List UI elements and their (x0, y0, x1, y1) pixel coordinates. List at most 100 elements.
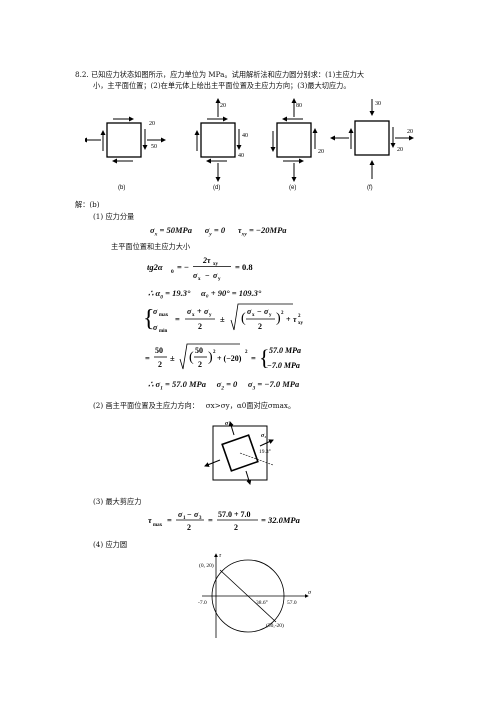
svg-text:x: x (192, 313, 195, 318)
right-label: 57.0 (287, 600, 297, 606)
tau-max-formula: τ max = σ 1 − σ 3 2 = 57.0 + 7.0 2 = 32.… (148, 510, 301, 532)
svg-text:y: y (218, 277, 221, 282)
svg-text:+: + (197, 307, 202, 316)
fig-d-label-40b: 40 (238, 153, 244, 159)
problem-statement-line1: 8.2. 已知应力状态如图所示，应力单位为 MPa。试用解析法和应力圆分别求：(… (75, 70, 365, 79)
svg-text:{: { (259, 345, 270, 370)
fig-b-label-50: 50 (151, 144, 157, 150)
svg-text:1: 1 (183, 516, 186, 521)
fig-b-caption: (b) (118, 185, 125, 191)
fig-f-label-30: 30 (375, 101, 381, 107)
principal-stresses: ∴ σ1 = 57.0 MPa σ2 = 0 σ3 = −7.0 MPa (148, 379, 300, 392)
svg-text:57.0 + 7.0: 57.0 + 7.0 (218, 510, 251, 519)
tg-formula: tg2α 0 = − 2τ xy σ x − σ y = 0.8 (147, 256, 253, 282)
svg-text:−: − (257, 307, 262, 316)
svg-text:xy: xy (213, 262, 219, 267)
svg-text:=: = (175, 314, 180, 324)
tau-axis-label: τ (219, 553, 222, 559)
svg-text:±: ± (170, 353, 175, 363)
svg-text:2: 2 (198, 322, 202, 331)
result-max: 57.0 MPa (269, 346, 301, 355)
step2-title: (2) 画主平面位置及主应力方向： σx>σy，α0面对应σmax。 (93, 401, 295, 411)
fig-e-caption: (e) (289, 185, 296, 191)
stress-figures: 20 50 (b) 20 40 40 (d) 80 20 (e) (85, 98, 414, 191)
figure-b: 20 50 (b) (85, 116, 166, 191)
svg-text:y: y (209, 313, 212, 318)
svg-text:σ₁: σ₁ (261, 433, 266, 439)
step1-title: (1) 应力分量 (93, 212, 135, 221)
svg-text:): ) (208, 350, 213, 365)
svg-text:x: x (198, 277, 201, 282)
svg-text:2: 2 (258, 322, 262, 331)
svg-text:σ: σ (204, 307, 209, 316)
svg-text:τ: τ (148, 515, 152, 525)
svg-text:x: x (252, 313, 255, 318)
s2-value: 0 (233, 379, 238, 389)
figure-f: 30 20 20 (f) (330, 99, 414, 191)
svg-text:=: = (145, 353, 150, 363)
svg-text:σ: σ (193, 271, 198, 280)
solution-header: 解：(b) (75, 200, 100, 209)
svg-text:σ: σ (194, 510, 199, 519)
figure-e: 80 20 (e) (270, 98, 324, 191)
svg-text:2: 2 (158, 360, 162, 369)
svg-text:σ: σ (247, 307, 252, 316)
fig-e-label-80: 80 (296, 103, 302, 109)
svg-text:max: max (159, 313, 169, 318)
svg-text:+ (−20): + (−20) (217, 354, 242, 363)
step4-title: (4) 应力圆 (93, 540, 128, 549)
tau-max-value: = 32.0MPa (261, 515, 301, 525)
svg-text:{: { (143, 306, 155, 332)
point-bottom-label: (50,-20) (266, 622, 284, 629)
svg-text:2: 2 (187, 523, 191, 532)
svg-text:2τ: 2τ (202, 256, 211, 265)
svg-text:2: 2 (234, 523, 238, 532)
svg-text:σ: σ (213, 271, 218, 280)
fig-f-label-20a: 20 (407, 129, 413, 135)
sx-value: 50MPa (166, 225, 192, 235)
svg-text:σ: σ (178, 510, 183, 519)
mohr-circle-diagram: τ σ (0, 20) -7.0 57.0 38.6° (50,-20) (198, 553, 312, 638)
principal-title: 主平面位置和主应力大小 (111, 242, 191, 251)
svg-text:2: 2 (198, 360, 202, 369)
svg-text:σ: σ (264, 307, 269, 316)
svg-text:=: = (251, 353, 256, 363)
svg-text:(: ( (241, 311, 246, 326)
fig-f-label-20b: 20 (397, 147, 403, 153)
step2-note: σx>σy，α0面对应σmax。 (205, 401, 296, 410)
result-min: −7.0 MPa (267, 361, 300, 370)
left-label: -7.0 (198, 600, 207, 606)
svg-text:±: ± (220, 314, 225, 324)
svg-text:σ₃: σ₃ (225, 421, 230, 427)
alpha0-value: 19.3° (172, 288, 191, 298)
alpha-line: ∴ α0 = 19.3° α₀ + 90° = 109.3° (148, 288, 262, 301)
svg-text:+: + (286, 315, 291, 324)
s3-value: −7.0 MPa (264, 379, 300, 389)
svg-text:): ) (276, 311, 281, 326)
svg-text:−: − (205, 271, 210, 280)
svg-text:σ: σ (153, 307, 158, 316)
alpha0b-value: α₀ + 90° = 109.3° (201, 288, 262, 298)
svg-text:tg2α: tg2α (147, 262, 163, 272)
svg-text:0: 0 (171, 269, 174, 275)
svg-text:σ: σ (153, 323, 158, 332)
svg-text:(: ( (189, 350, 194, 365)
svg-text:2: 2 (245, 350, 248, 355)
sy-value: 0 (220, 225, 226, 235)
figure-d: 20 40 40 (d) (194, 98, 248, 191)
point-top-label: (0, 20) (199, 562, 214, 569)
svg-text:=: = (208, 515, 213, 525)
fig-f-caption: (f) (367, 185, 373, 191)
fig-b-label-20: 20 (149, 121, 155, 127)
sigma-maxmin-formula: { σ max σ min = σ x + σ y 2 ± ( σ x − σ … (143, 303, 304, 334)
problem-statement-line2: 小，主平面位置；(2)在单元体上绘出主平面位置及主应力方向；(3)最大切应力。 (93, 81, 351, 90)
svg-text:−: − (187, 510, 192, 519)
fig-e-label-20: 20 (318, 149, 324, 155)
step2-label: (2) 画主平面位置及主应力方向： (93, 401, 199, 410)
fig-d-label-40a: 40 (242, 133, 248, 139)
svg-text:σ: σ (187, 307, 192, 316)
svg-text:2: 2 (281, 311, 284, 316)
fig-d-caption: (d) (213, 185, 220, 191)
svg-text:τ: τ (293, 315, 297, 324)
tg-rhs: = 0.8 (235, 262, 253, 272)
